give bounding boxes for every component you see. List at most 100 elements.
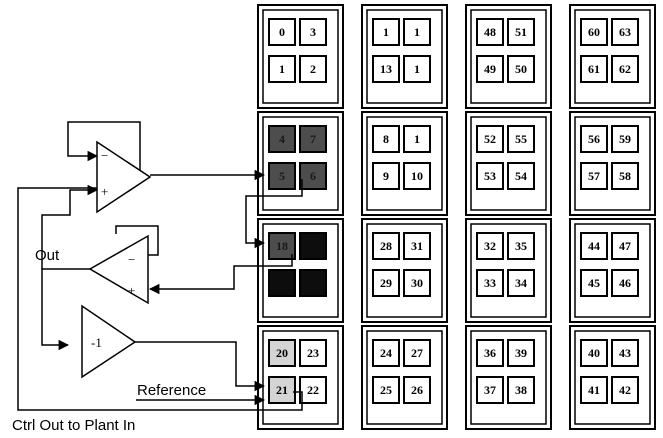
- cell-label: 32: [484, 239, 496, 253]
- cell-label: 47: [619, 239, 631, 253]
- cell: [299, 55, 327, 83]
- block-inner-frame: [574, 9, 651, 104]
- cell: [372, 339, 400, 367]
- cell: [268, 162, 296, 190]
- ctrl-out-label: Ctrl Out to Plant In: [12, 417, 135, 434]
- cell: [403, 55, 431, 83]
- cell18-to-opamp2-wire: [148, 254, 293, 295]
- cell: [611, 55, 639, 83]
- cell-label: 61: [588, 62, 600, 76]
- block-inner-frame: [470, 116, 547, 211]
- cell-block: 18: [257, 218, 344, 323]
- cell-label: 2: [310, 62, 316, 76]
- opamp-2: − +: [88, 234, 149, 305]
- cell: [611, 376, 639, 404]
- opamp1-plus-label: +: [101, 184, 108, 199]
- cell-label: 4: [279, 132, 285, 146]
- cell-label: 29: [380, 276, 392, 290]
- cell-label: 20: [276, 346, 288, 360]
- cell: [507, 269, 535, 297]
- block-inner-frame: [366, 223, 443, 318]
- cell-label: 54: [515, 169, 527, 183]
- cell: [611, 162, 639, 190]
- cell: [580, 125, 608, 153]
- opamp2-plus-label: +: [128, 283, 135, 298]
- opamp1-feedback-wire: [67, 121, 141, 175]
- opamp1-minus-label: −: [101, 148, 108, 163]
- cell: [372, 232, 400, 260]
- cell: [403, 162, 431, 190]
- cell-label: 36: [484, 346, 496, 360]
- cell-label: 1: [279, 62, 285, 76]
- cell: [507, 339, 535, 367]
- cell: [268, 269, 296, 297]
- cell: [299, 376, 327, 404]
- cell: [580, 269, 608, 297]
- block-inner-frame: [366, 9, 443, 104]
- cell: [299, 18, 327, 46]
- cell-label: 6: [310, 169, 316, 183]
- cell: [580, 55, 608, 83]
- cell-label: 53: [484, 169, 496, 183]
- cell-label: 46: [619, 276, 631, 290]
- cell: [507, 55, 535, 83]
- cell-label: 42: [619, 383, 631, 397]
- cell: [476, 18, 504, 46]
- opamp2-minus-label: −: [128, 252, 135, 267]
- cell-label: 1: [414, 132, 420, 146]
- cell-label: 23: [307, 346, 319, 360]
- cell: [611, 269, 639, 297]
- cell: [507, 18, 535, 46]
- cell5-to-cell18-wire: [245, 179, 303, 249]
- cell: [403, 125, 431, 153]
- cell-label: 0: [279, 25, 285, 39]
- cell-label: 38: [515, 383, 527, 397]
- block-inner-frame: [470, 330, 547, 425]
- out-label: Out: [35, 247, 60, 264]
- cell-label: 3: [310, 25, 316, 39]
- cell: [611, 339, 639, 367]
- cell-label: 34: [515, 276, 527, 290]
- cell-label: 24: [380, 346, 392, 360]
- block-inner-frame: [470, 9, 547, 104]
- cell-label: 57: [588, 169, 600, 183]
- cell-label: 37: [484, 383, 496, 397]
- cell: [372, 18, 400, 46]
- cell: [476, 55, 504, 83]
- cell: [580, 162, 608, 190]
- cell-label: 28: [380, 239, 392, 253]
- cell: [476, 339, 504, 367]
- cell: [372, 55, 400, 83]
- cell-label: 58: [619, 169, 631, 183]
- cell-label: 33: [484, 276, 496, 290]
- block-inner-frame: [574, 116, 651, 211]
- cell: [299, 162, 327, 190]
- cell: [268, 339, 296, 367]
- cell-label: 44: [588, 239, 600, 253]
- cell: [611, 18, 639, 46]
- cell: [580, 376, 608, 404]
- cell: [476, 376, 504, 404]
- cell-label: 22: [307, 383, 319, 397]
- cell-label: 25: [380, 383, 392, 397]
- cell: [476, 269, 504, 297]
- cell-label: 52: [484, 132, 496, 146]
- cell-label: 1: [414, 62, 420, 76]
- cell: [299, 339, 327, 367]
- block-inner-frame: [262, 223, 339, 318]
- block-inner-frame: [262, 116, 339, 211]
- cell: [476, 232, 504, 260]
- cell: [299, 125, 327, 153]
- cell-block: 0 3 1 2: [257, 4, 344, 109]
- cell-label: 21: [276, 383, 288, 397]
